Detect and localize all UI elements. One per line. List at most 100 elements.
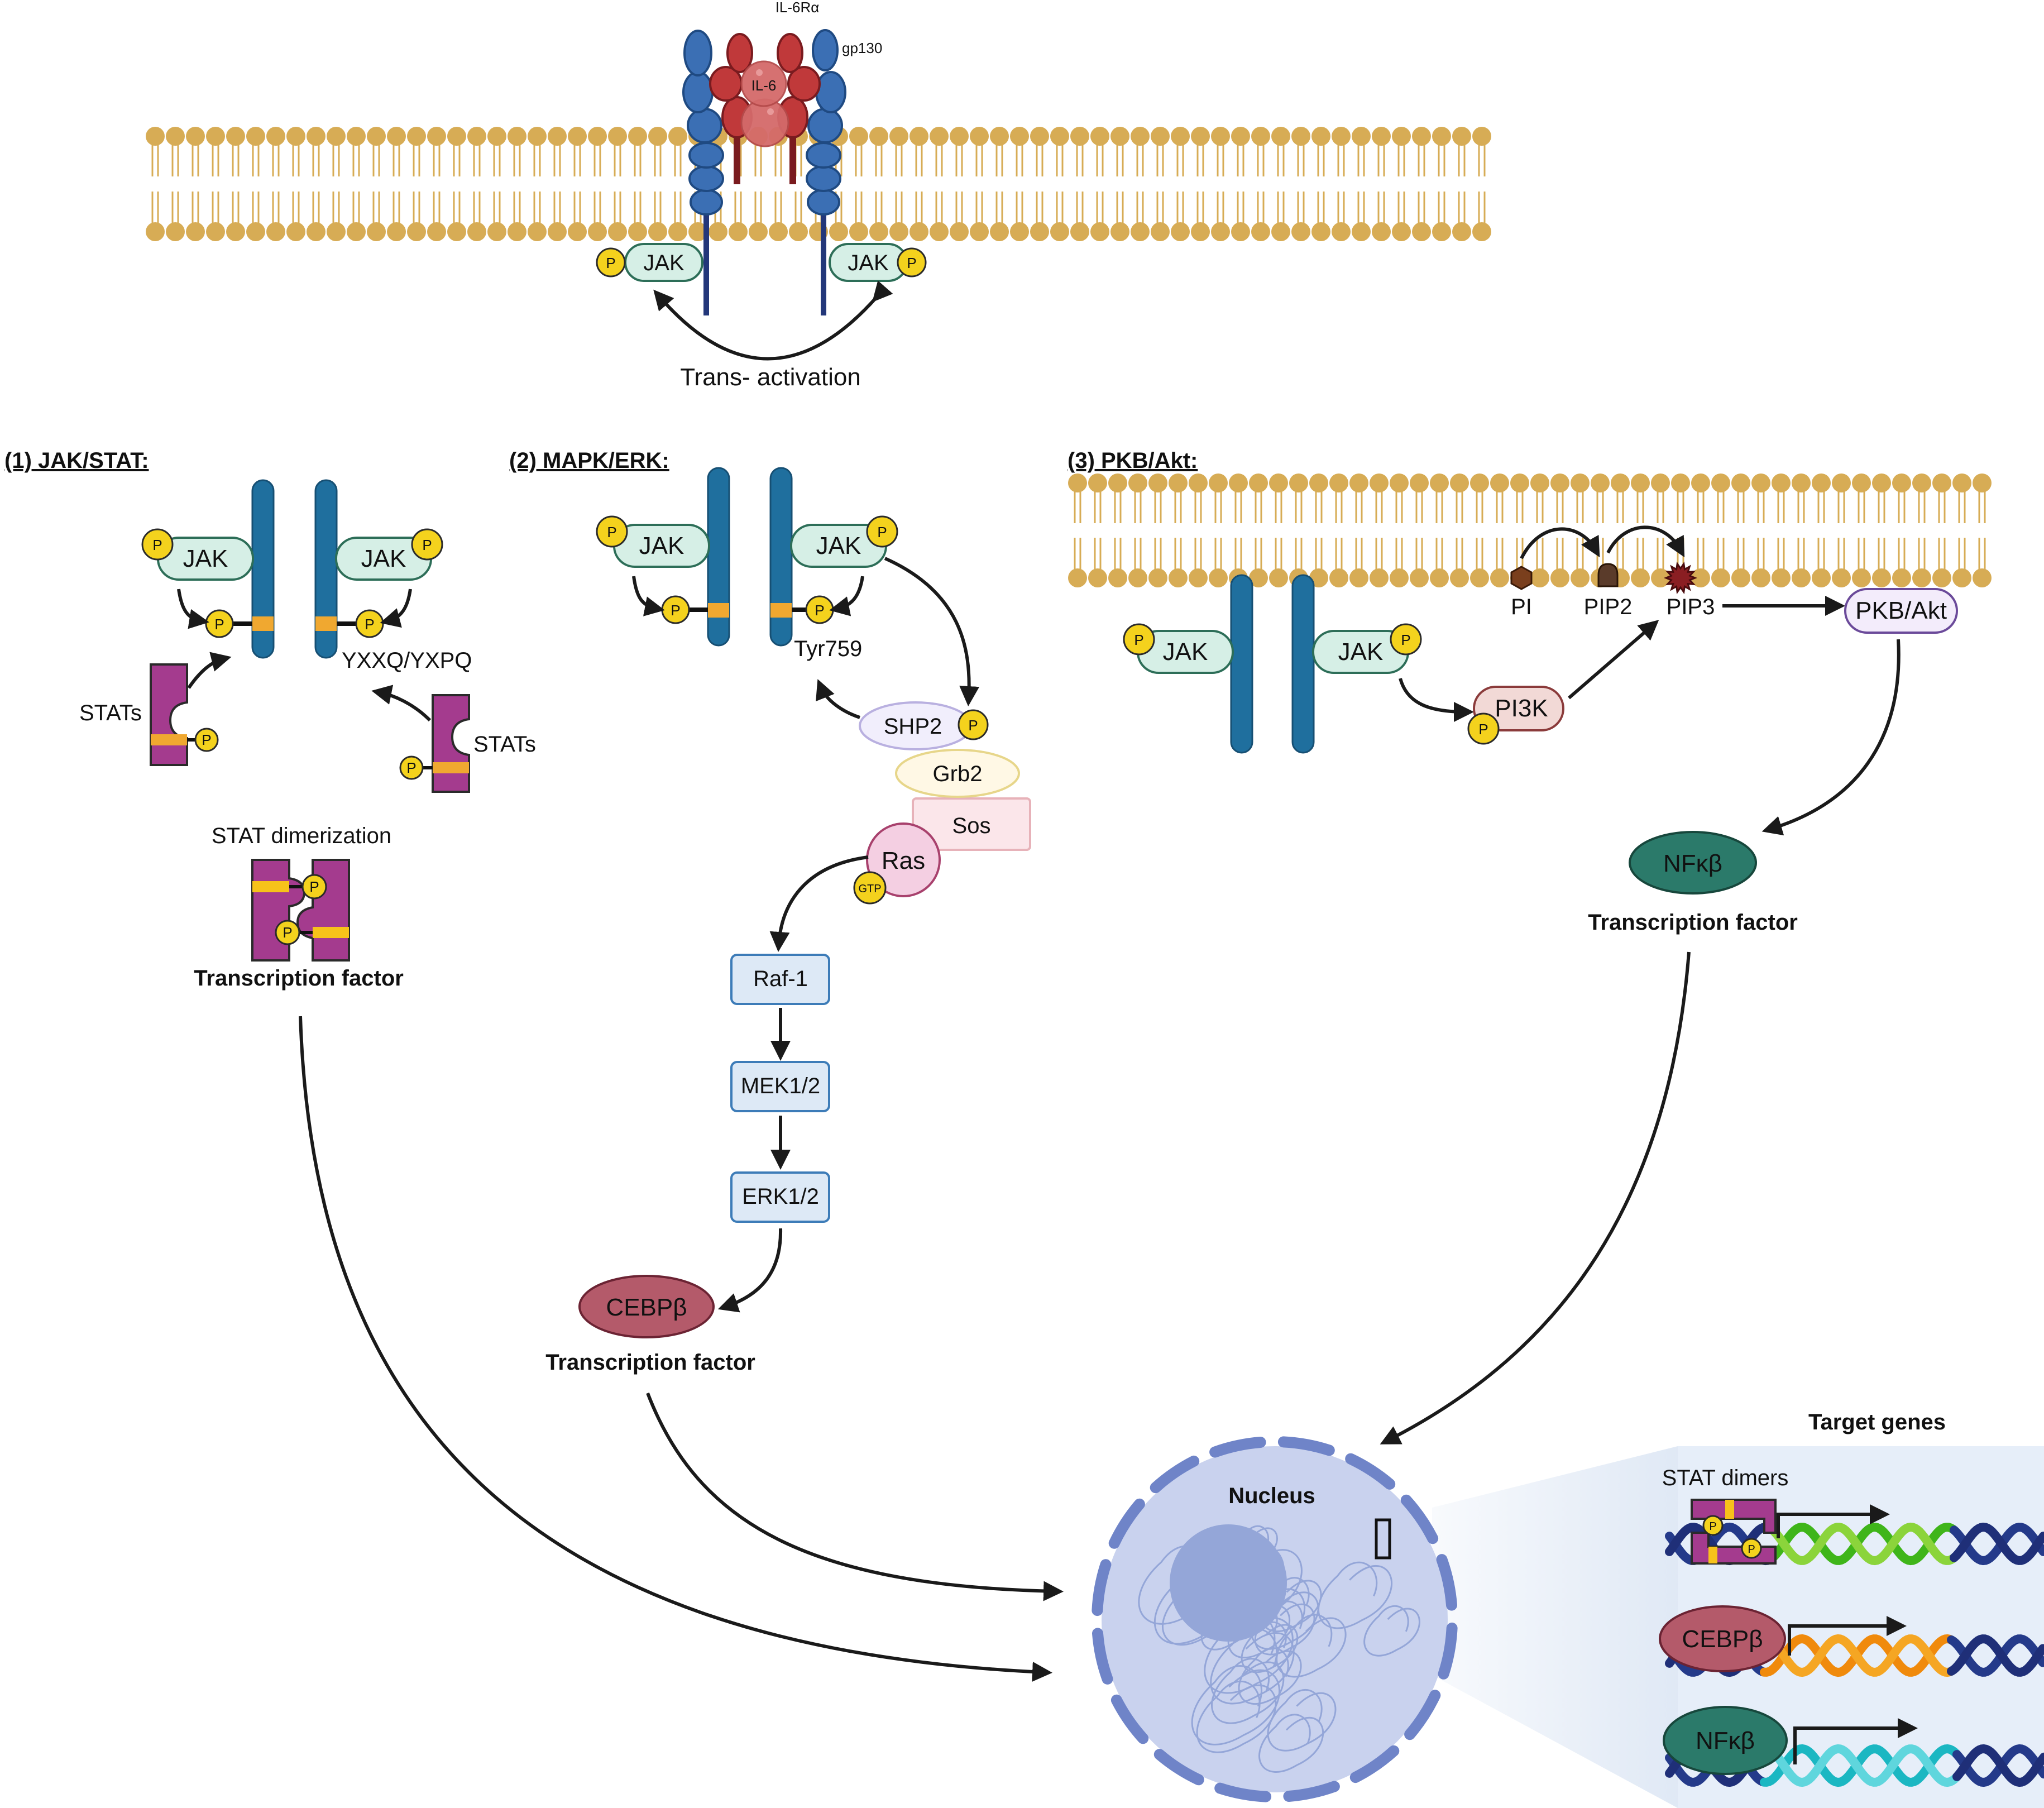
svg-text:Raf-1: Raf-1 bbox=[753, 967, 808, 991]
jak-to-shp2-arrow bbox=[884, 557, 980, 706]
svg-text:JAK: JAK bbox=[639, 532, 684, 559]
svg-text:MEK1/2: MEK1/2 bbox=[741, 1074, 820, 1098]
shp2: SHP2 P bbox=[859, 701, 989, 750]
cebp-beta: CEBPβ bbox=[578, 1275, 715, 1338]
il6ra-label: IL-6Rα bbox=[776, 0, 820, 16]
raf1: Raf-1 bbox=[730, 954, 830, 1005]
jakstat-to-nucleus-arrow bbox=[299, 1016, 1052, 1682]
svg-text:P: P bbox=[283, 924, 292, 941]
il6-receptor-alpha bbox=[709, 33, 821, 184]
svg-text:P: P bbox=[1709, 1520, 1716, 1533]
svg-text:P: P bbox=[365, 616, 374, 633]
mapk-phospho-sites: P P bbox=[661, 595, 834, 624]
svg-text:P: P bbox=[877, 524, 887, 541]
promoter-arrow-cebp bbox=[1788, 1616, 1907, 1656]
il6-ligand: IL-6 bbox=[740, 60, 789, 147]
stat-dimerization-label: STAT dimerization bbox=[212, 824, 391, 848]
mapk-to-nucleus-arrow bbox=[646, 1392, 1064, 1601]
stat-dimer: P P bbox=[251, 859, 350, 962]
gp130-receptor-right bbox=[806, 29, 846, 315]
pkb-akt: PKB/Akt bbox=[1844, 588, 1958, 634]
svg-text:ERK1/2: ERK1/2 bbox=[742, 1184, 819, 1209]
mapk-jak-site-arrow-right bbox=[829, 576, 864, 616]
mapk-header: (2) MAPK/ERK: bbox=[509, 448, 669, 473]
nucleus bbox=[1092, 1436, 1458, 1802]
akt-membrane bbox=[1067, 472, 1993, 589]
jak-jakstat-left: JAK P bbox=[141, 528, 254, 581]
jak-akt-right: JAK P bbox=[1312, 623, 1422, 674]
stat-dimers-label: STAT dimers bbox=[1662, 1466, 1789, 1490]
gp130-receptor-left bbox=[682, 30, 724, 315]
ras-to-raf-arrow bbox=[769, 855, 869, 952]
svg-text:P: P bbox=[907, 255, 916, 271]
target-genes-label: Target genes bbox=[1808, 1410, 1946, 1434]
svg-text:P: P bbox=[1478, 721, 1488, 738]
svg-text:JAK: JAK bbox=[361, 545, 406, 572]
svg-text:NFκβ: NFκβ bbox=[1663, 850, 1722, 877]
svg-text:Grb2: Grb2 bbox=[933, 762, 983, 786]
svg-text:P: P bbox=[607, 524, 616, 541]
phospho-top-left: P bbox=[596, 247, 626, 278]
mapk-tf-label: Transcription factor bbox=[545, 1350, 755, 1375]
svg-text:NFκβ: NFκβ bbox=[1696, 1727, 1755, 1754]
nfkb: NFκβ bbox=[1629, 831, 1757, 895]
svg-text:JAK: JAK bbox=[643, 251, 684, 275]
zoom-cone bbox=[1432, 1446, 1678, 1808]
phospho-site-left: P bbox=[205, 609, 252, 638]
akt-receptor-chains bbox=[1230, 574, 1315, 754]
pkb-to-nfkb-arrow bbox=[1761, 639, 1901, 836]
trans-activation-arrow bbox=[653, 280, 893, 361]
svg-text:P: P bbox=[968, 717, 978, 734]
pip3-label: PIP3 bbox=[1667, 595, 1715, 619]
jak-mapk-right: JAK P bbox=[790, 515, 898, 568]
erk-to-cebp-arrow bbox=[717, 1228, 783, 1313]
akt-tf-label: Transcription factor bbox=[1588, 910, 1798, 935]
stat-left-to-site-arrow bbox=[187, 652, 232, 689]
motif-label: YXXQ/YXPQ bbox=[342, 648, 472, 673]
jak-mapk-left: JAK P bbox=[596, 515, 710, 568]
svg-text:PI3K: PI3K bbox=[1495, 695, 1548, 722]
zoom-box bbox=[1375, 1518, 1391, 1560]
mapk-jak-site-arrow-left bbox=[632, 576, 665, 616]
jak-to-pi3k-arrow bbox=[1399, 678, 1474, 722]
svg-text:PKB/Akt: PKB/Akt bbox=[1855, 597, 1947, 624]
svg-text:P: P bbox=[309, 878, 319, 895]
erk12: ERK1/2 bbox=[730, 1171, 830, 1223]
svg-text:Sos: Sos bbox=[952, 814, 991, 838]
pip2-label: PIP2 bbox=[1584, 595, 1633, 619]
svg-text:P: P bbox=[422, 537, 432, 553]
stats-right-label: STATs bbox=[473, 732, 536, 757]
shp2-to-tyr-arrow bbox=[816, 679, 860, 719]
svg-text:JAK: JAK bbox=[1338, 638, 1384, 666]
jak-jakstat-right: JAK P bbox=[335, 528, 443, 581]
nfkb-on-dna: NFκβ bbox=[1663, 1706, 1788, 1775]
jak-to-site-arrow-right bbox=[380, 589, 412, 628]
il6-label: IL-6 bbox=[751, 77, 777, 94]
stat-monomer-left: P bbox=[150, 663, 219, 766]
nucleus-label: Nucleus bbox=[1228, 1484, 1315, 1508]
svg-text:Ras: Ras bbox=[882, 847, 925, 874]
mek12: MEK1/2 bbox=[730, 1061, 830, 1112]
tyr759-label: Tyr759 bbox=[794, 637, 862, 661]
cebp-on-dna: CEBPβ bbox=[1659, 1605, 1786, 1672]
promoter-arrow-nfkb bbox=[1793, 1718, 1918, 1764]
jakstat-header: (1) JAK/STAT: bbox=[4, 448, 149, 473]
mapk-receptor-chains bbox=[707, 467, 793, 647]
svg-text:P: P bbox=[815, 602, 824, 619]
pi3k: PI3K P bbox=[1467, 686, 1564, 745]
svg-text:P: P bbox=[152, 537, 162, 553]
phospho-site-right: P bbox=[337, 609, 384, 638]
svg-text:P: P bbox=[202, 731, 211, 748]
pi-to-pip2-arrow bbox=[1520, 527, 1600, 559]
pip2-to-pip3-arrow bbox=[1606, 525, 1685, 558]
jak-akt-left: JAK P bbox=[1123, 623, 1234, 674]
pi3k-to-pip3-arrow bbox=[1568, 620, 1659, 700]
pip3-lipid bbox=[1663, 561, 1698, 595]
grb2: Grb2 bbox=[895, 749, 1020, 798]
stat-right-to-site-arrow bbox=[371, 685, 432, 722]
svg-text:P: P bbox=[1401, 632, 1410, 648]
ras: Ras GTP bbox=[853, 822, 941, 905]
gtp-label: GTP bbox=[858, 883, 881, 895]
svg-text:JAK: JAK bbox=[1163, 638, 1208, 666]
